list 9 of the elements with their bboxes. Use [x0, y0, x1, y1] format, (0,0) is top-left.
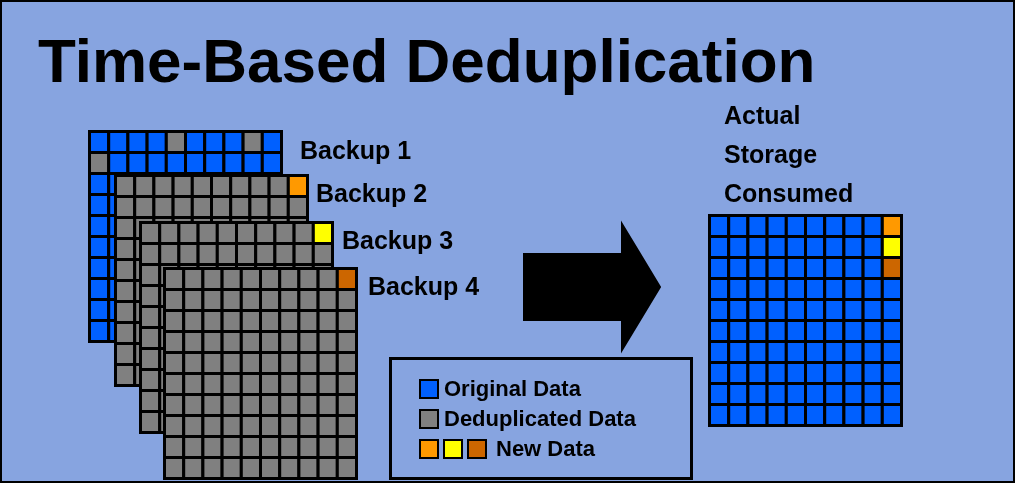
grid-caption: Backup 4 [368, 271, 480, 301]
grid-caption: Backup 1 [300, 135, 412, 165]
block-arrow [523, 220, 662, 354]
grid-caption: Backup 2 [316, 178, 428, 208]
grid-caption: Backup 3 [342, 225, 454, 255]
legend-text: Deduplicated Data [444, 405, 636, 432]
legend-text: New Data [496, 435, 596, 462]
grid-caption: Actual Storage Consumed [724, 100, 855, 209]
legend-text: Original Data [444, 375, 581, 402]
